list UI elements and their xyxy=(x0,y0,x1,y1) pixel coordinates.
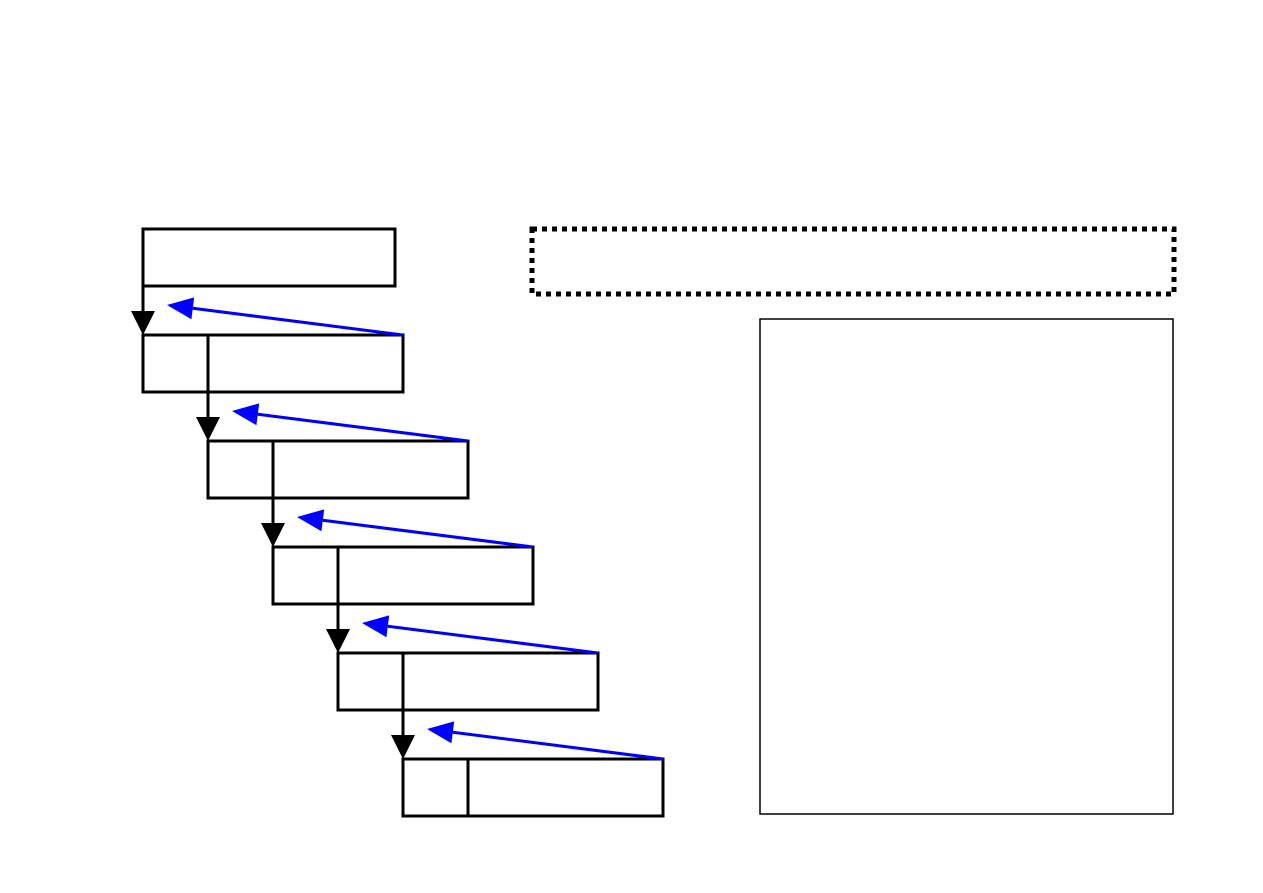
flow-arrow-head-3 xyxy=(261,523,285,547)
flow-arrow-head-5 xyxy=(391,735,415,759)
stage-box-6 xyxy=(401,757,665,818)
stage-box-2 xyxy=(141,333,405,394)
return-arrows xyxy=(167,297,664,761)
flow-arrow-head-1 xyxy=(131,311,155,335)
return-arrow-head-5 xyxy=(427,721,455,744)
return-arrow-line-2 xyxy=(257,412,469,443)
return-arrow-line-1 xyxy=(192,306,404,337)
flow-arrow-head-2 xyxy=(196,417,220,441)
flow-arrow-head-4 xyxy=(326,629,350,653)
note-box xyxy=(529,226,1177,297)
return-arrow-head-4 xyxy=(362,615,390,638)
stage-boxes xyxy=(141,227,665,818)
return-arrow-line-5 xyxy=(452,730,664,761)
side-panel xyxy=(759,318,1174,815)
return-arrow-line-4 xyxy=(387,624,599,655)
flow-arrows xyxy=(131,286,415,759)
return-arrow-head-1 xyxy=(167,297,195,320)
stage-box-3 xyxy=(206,439,470,500)
return-arrow-head-3 xyxy=(297,509,325,532)
stage-box-1 xyxy=(141,227,397,288)
stage-box-4 xyxy=(271,545,535,606)
stage-box-5 xyxy=(336,651,600,712)
return-arrow-line-3 xyxy=(322,518,534,549)
return-arrow-head-2 xyxy=(232,403,260,426)
